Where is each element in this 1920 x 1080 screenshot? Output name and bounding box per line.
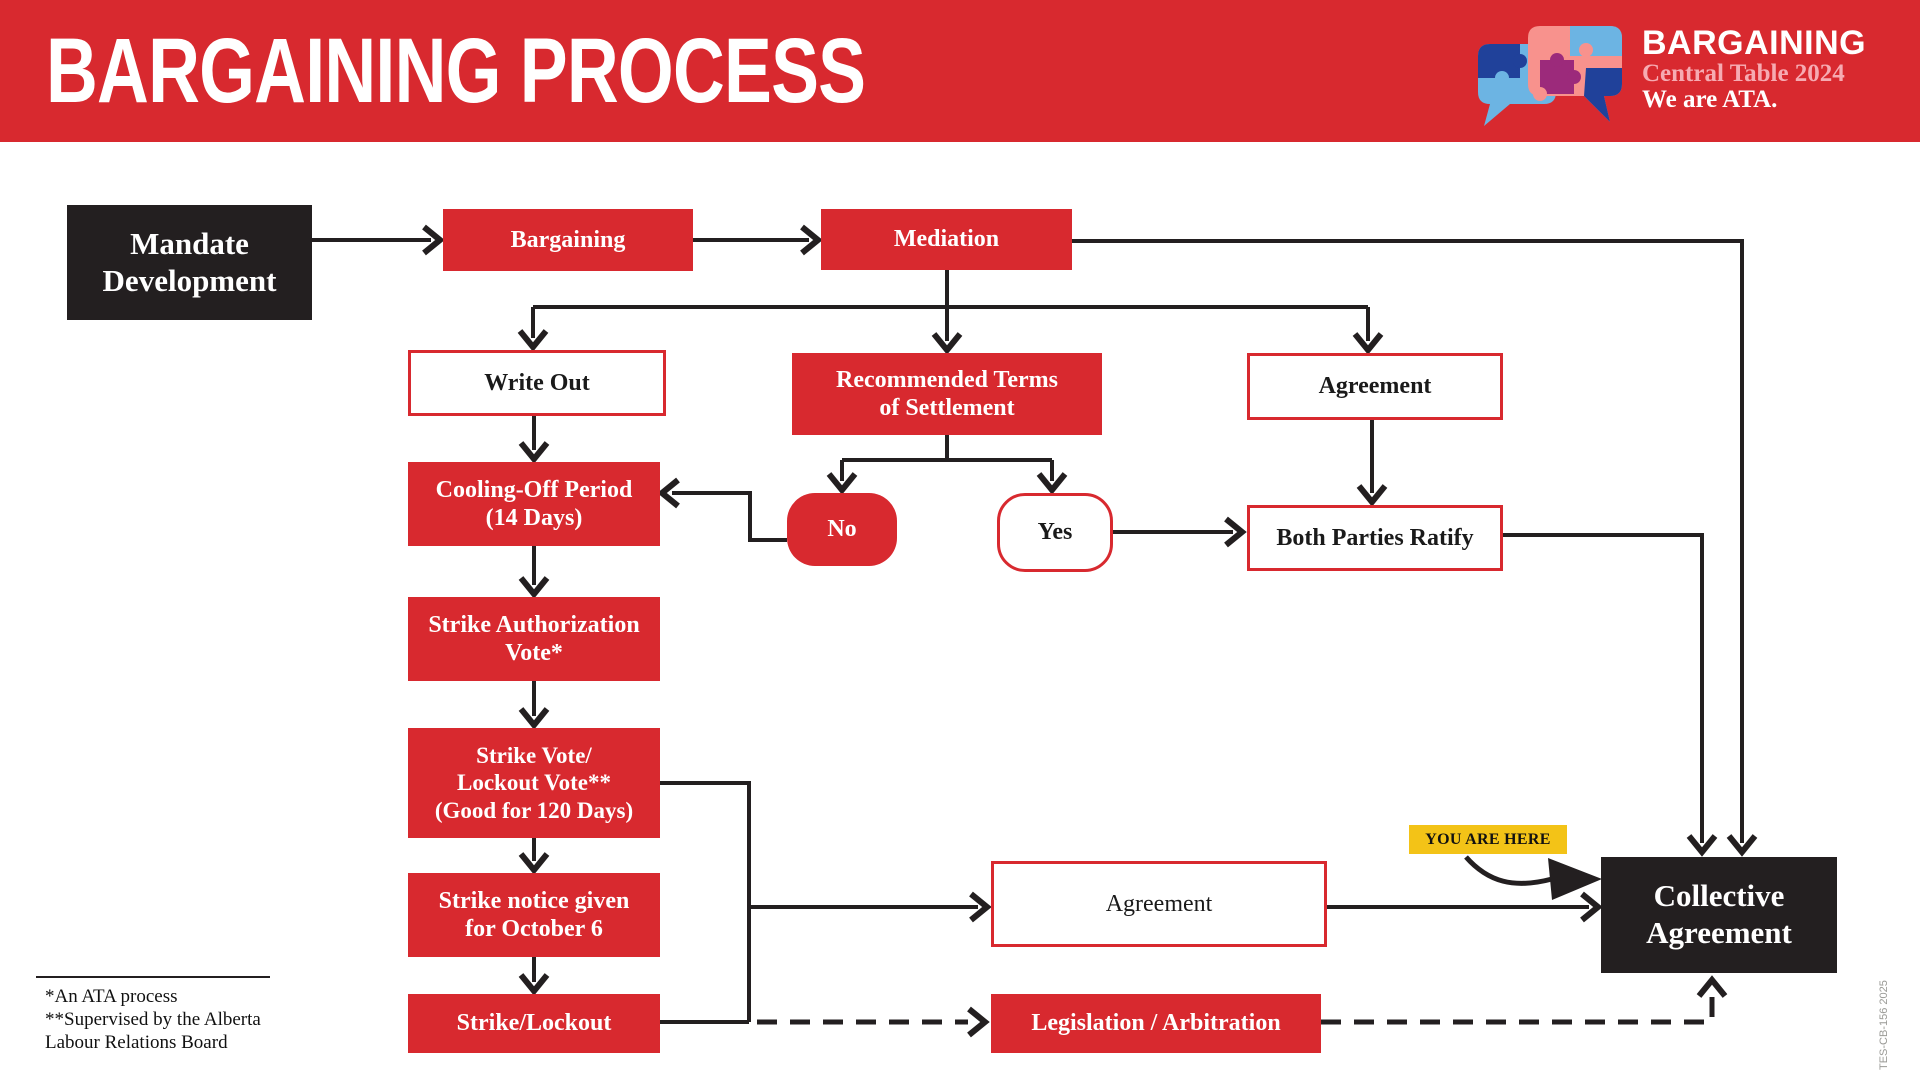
- node-both-parties-ratify: Both Parties Ratify: [1247, 505, 1503, 571]
- arrowhead: [518, 852, 550, 875]
- you-are-here-badge: YOU ARE HERE: [1409, 825, 1567, 854]
- node-collective-agreement: Collective Agreement: [1601, 857, 1837, 973]
- arrowhead: [422, 224, 445, 256]
- node-strike-lockout-vote: Strike Vote/ Lockout Vote** (Good for 12…: [408, 728, 660, 838]
- arrowhead: [931, 332, 963, 355]
- logo-text-block: BARGAINING Central Table 2024 We are ATA…: [1642, 24, 1867, 114]
- arrowhead: [518, 576, 550, 599]
- arrowhead: [1686, 834, 1718, 857]
- node-write-out: Write Out: [408, 350, 666, 416]
- you-are-here-arrowhead: [1548, 858, 1602, 900]
- footnote-labour-board: **Supervised by the Alberta Labour Relat…: [45, 1009, 261, 1053]
- arrowhead: [518, 707, 550, 730]
- you-are-here-arrow: [1464, 855, 1553, 886]
- logo-subtitle: Central Table 2024: [1642, 60, 1845, 88]
- document-code: TES-CB-156 2025: [1878, 980, 1890, 1070]
- arrowhead: [1580, 891, 1603, 923]
- line-strikevote-junction: [660, 781, 751, 1022]
- footnote-ata-process: *An ATA process: [45, 986, 178, 1007]
- node-no: No: [787, 493, 897, 566]
- line-rts-split: [840, 435, 1054, 481]
- node-strike-lockout: Strike/Lockout: [408, 994, 660, 1053]
- node-strike-notice: Strike notice given for October 6: [408, 873, 660, 957]
- arrowhead: [1726, 834, 1758, 857]
- node-strike-authorization-vote: Strike Authorization Vote*: [408, 597, 660, 681]
- arrowhead: [657, 477, 680, 509]
- arrowhead: [1036, 472, 1068, 495]
- page-title: BARGAINING PROCESS: [46, 19, 866, 122]
- node-mediation: Mediation: [821, 209, 1072, 270]
- arrowhead: [969, 891, 992, 923]
- arrowhead: [1696, 975, 1728, 998]
- logo-tagline: We are ATA.: [1642, 86, 1778, 114]
- node-recommended-terms: Recommended Terms of Settlement: [792, 353, 1102, 435]
- dashed-legislation-collective: [1321, 993, 1715, 1025]
- arrowhead: [518, 441, 550, 464]
- arrowhead: [800, 224, 823, 256]
- arrowhead: [826, 472, 858, 495]
- node-cooling-off-period: Cooling-Off Period (14 Days): [408, 462, 660, 546]
- arrow-ratify-collective: [1497, 533, 1704, 843]
- arrowhead: [1352, 332, 1384, 355]
- node-agreement-middle: Agreement: [991, 861, 1327, 947]
- arrowhead: [518, 973, 550, 996]
- node-yes: Yes: [997, 493, 1113, 572]
- arrowhead: [967, 1006, 990, 1038]
- arrow-no-cooling: [672, 491, 787, 542]
- arrow-mediation-collective: [1072, 239, 1744, 843]
- arrowhead: [1356, 484, 1388, 507]
- header-bar: BARGAINING PROCESS BARGAINING Central Ta…: [0, 0, 1920, 142]
- node-agreement-top: Agreement: [1247, 353, 1503, 420]
- node-legislation-arbitration: Legislation / Arbitration: [991, 994, 1321, 1053]
- arrowhead: [1224, 516, 1247, 548]
- logo-wordmark: BARGAINING: [1642, 24, 1867, 62]
- arrowhead: [517, 329, 549, 352]
- ata-puzzle-logo: [1478, 26, 1622, 126]
- node-bargaining: Bargaining: [443, 209, 693, 271]
- node-mandate-development: Mandate Development: [67, 205, 312, 320]
